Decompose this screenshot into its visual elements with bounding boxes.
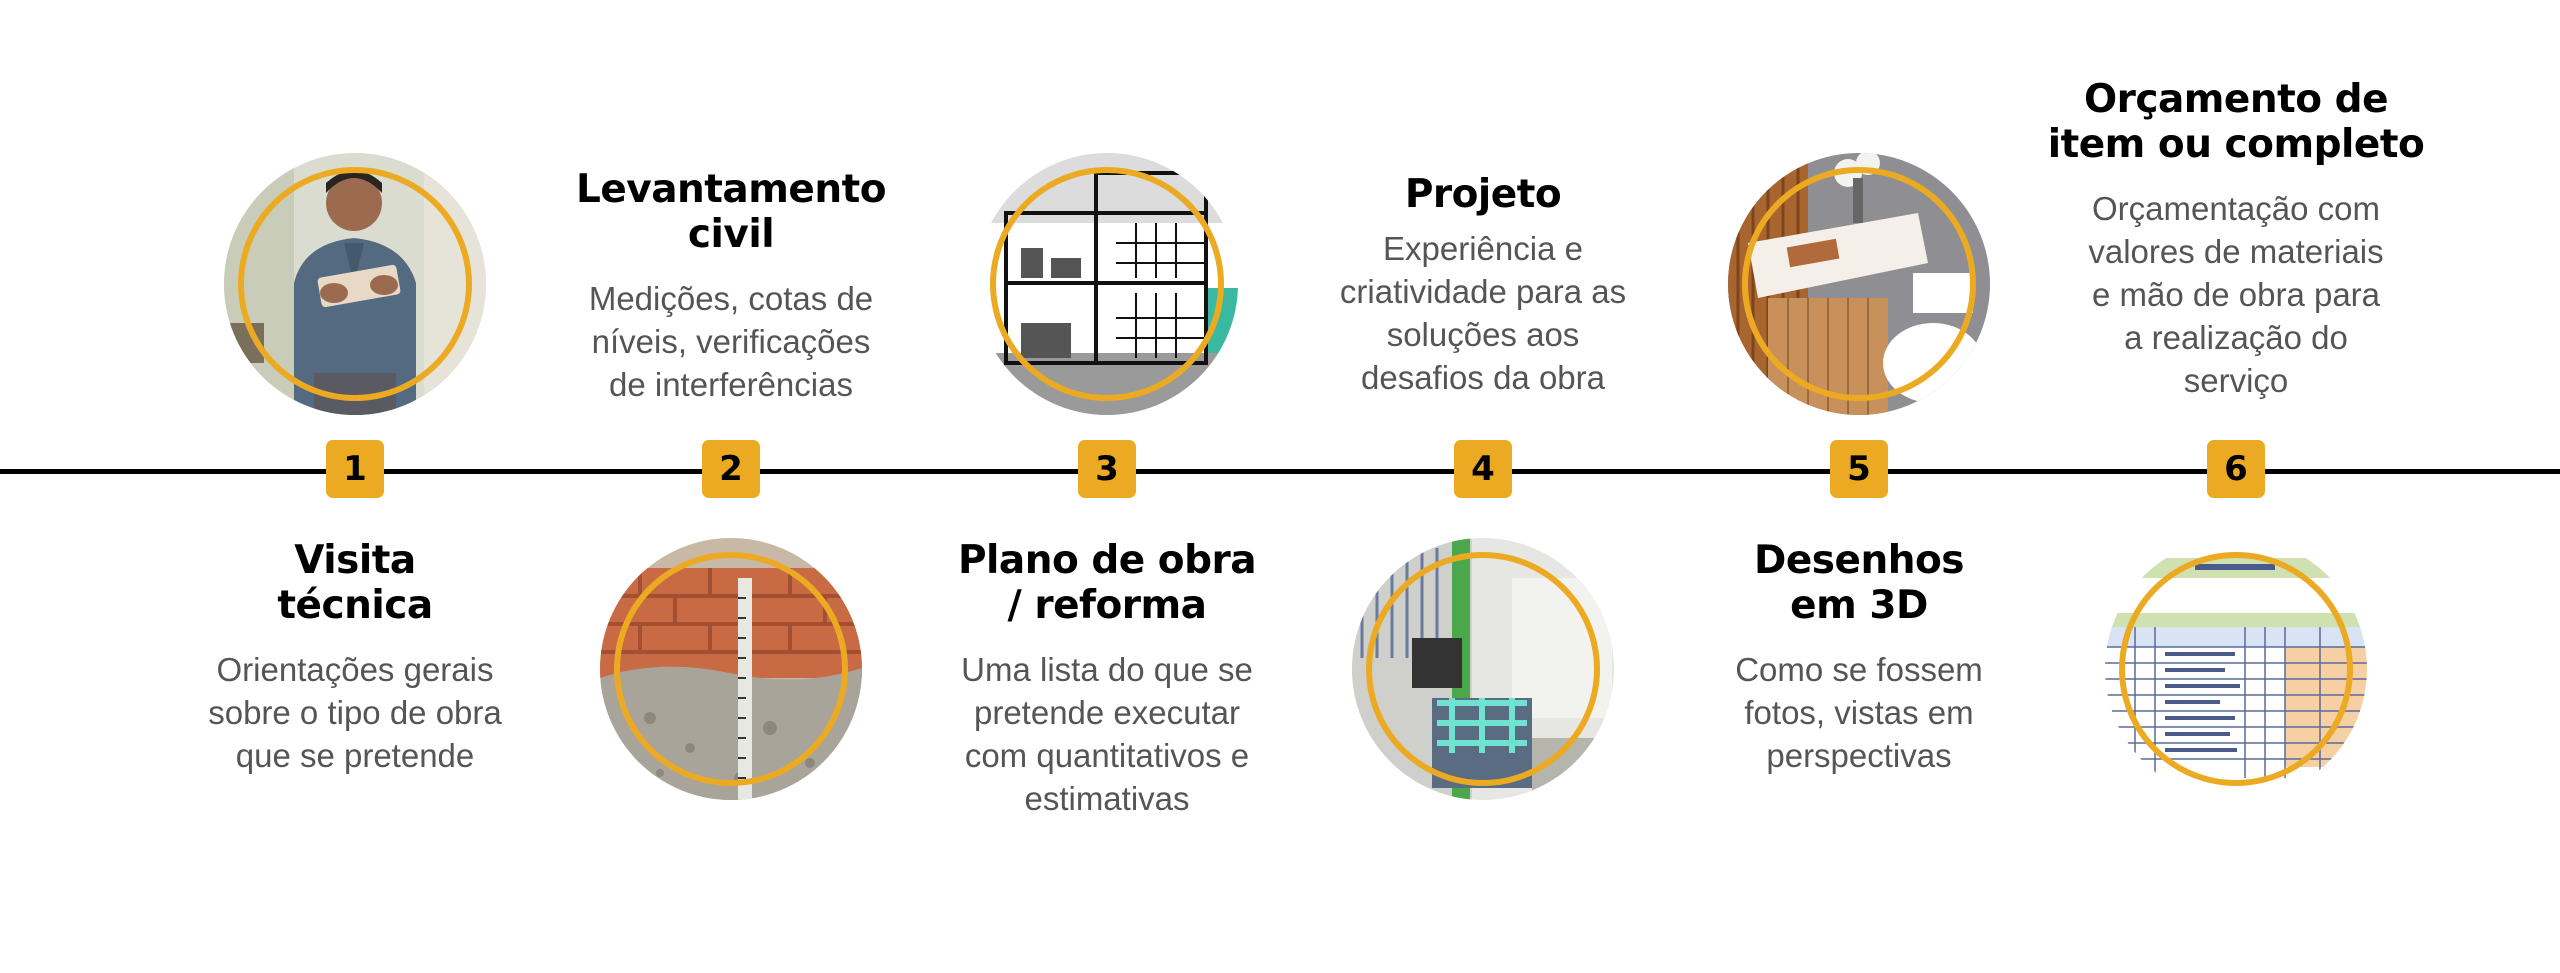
step-4-desc-line-2: criatividade para as (1303, 270, 1663, 313)
step-1-title-line-1: Visita (175, 538, 535, 583)
step-1-description: Orientações gerais sobre o tipo de obra … (175, 648, 535, 777)
step-4-text: Projeto Experiência e criatividade para … (1303, 172, 1663, 399)
step-1-desc-line-3: que se pretende (175, 734, 535, 777)
step-5-photo (1728, 153, 1990, 415)
step-6-title-line-1: Orçamento de (2036, 77, 2436, 122)
step-1-title-line-2: técnica (175, 583, 535, 628)
step-badge-2: 2 (702, 440, 760, 498)
step-5-title: Desenhos em 3D (1679, 538, 2039, 628)
step-4-title-line-1: Projeto (1303, 172, 1663, 217)
step-3-desc-line-3: com quantitativos e (927, 734, 1287, 777)
step-6-title: Orçamento de item ou completo (2036, 77, 2436, 167)
step-2-desc-line-3: de interferências (551, 363, 911, 406)
step-1-desc-line-1: Orientações gerais (175, 648, 535, 691)
step-6-desc-line-5: serviço (2036, 359, 2436, 402)
step-3-photo (976, 153, 1238, 415)
step-5-desc-line-1: Como se fossem (1679, 648, 2039, 691)
step-6-desc-line-2: valores de materiais (2036, 230, 2436, 273)
step-1-photo (224, 153, 486, 415)
step-3-desc-line-4: estimativas (927, 777, 1287, 820)
step-5-desc-line-2: fotos, vistas em (1679, 691, 2039, 734)
step-4-desc-line-4: desafios da obra (1303, 356, 1663, 399)
step-3-title: Plano de obra / reforma (927, 538, 1287, 628)
step-6-photo (2105, 538, 2367, 800)
step-badge-3: 3 (1078, 440, 1136, 498)
timeline-line (0, 469, 2560, 474)
step-badge-1: 1 (326, 440, 384, 498)
step-4-photo (1352, 538, 1614, 800)
step-1-text: Visita técnica Orientações gerais sobre … (175, 538, 535, 777)
step-2-desc-line-2: níveis, verificações (551, 320, 911, 363)
step-3-desc-line-2: pretende executar (927, 691, 1287, 734)
step-3-text: Plano de obra / reforma Uma lista do que… (927, 538, 1287, 820)
step-2-desc-line-1: Medições, cotas de (551, 277, 911, 320)
step-5-title-line-2: em 3D (1679, 583, 2039, 628)
step-6-text: Orçamento de item ou completo Orçamentaç… (2036, 77, 2436, 402)
step-4-desc-line-3: soluções aos (1303, 313, 1663, 356)
step-2-title-line-2: civil (551, 212, 911, 257)
step-1-title: Visita técnica (175, 538, 535, 628)
step-badge-4: 4 (1454, 440, 1512, 498)
step-3-title-line-2: / reforma (927, 583, 1287, 628)
step-2-photo (600, 538, 862, 800)
step-6-title-line-2: item ou completo (2036, 122, 2436, 167)
step-6-description: Orçamentação com valores de materiais e … (2036, 187, 2436, 402)
step-2-description: Medições, cotas de níveis, verificações … (551, 277, 911, 406)
step-5-title-line-1: Desenhos (1679, 538, 2039, 583)
step-6-desc-line-4: a realização do (2036, 316, 2436, 359)
step-1-desc-line-2: sobre o tipo de obra (175, 691, 535, 734)
step-3-description: Uma lista do que se pretende executar co… (927, 648, 1287, 820)
step-2-text: Levantamento civil Medições, cotas de ní… (551, 167, 911, 406)
step-3-desc-line-1: Uma lista do que se (927, 648, 1287, 691)
step-2-title-line-1: Levantamento (551, 167, 911, 212)
step-4-desc-line-1: Experiência e (1303, 227, 1663, 270)
step-6-desc-line-3: e mão de obra para (2036, 273, 2436, 316)
step-5-description: Como se fossem fotos, vistas em perspect… (1679, 648, 2039, 777)
step-6-desc-line-1: Orçamentação com (2036, 187, 2436, 230)
step-badge-5: 5 (1830, 440, 1888, 498)
step-3-title-line-1: Plano de obra (927, 538, 1287, 583)
step-5-text: Desenhos em 3D Como se fossem fotos, vis… (1679, 538, 2039, 777)
step-badge-6: 6 (2207, 440, 2265, 498)
step-4-description: Experiência e criatividade para as soluç… (1303, 227, 1663, 399)
step-2-title: Levantamento civil (551, 167, 911, 257)
step-4-title: Projeto (1303, 172, 1663, 217)
step-5-desc-line-3: perspectivas (1679, 734, 2039, 777)
